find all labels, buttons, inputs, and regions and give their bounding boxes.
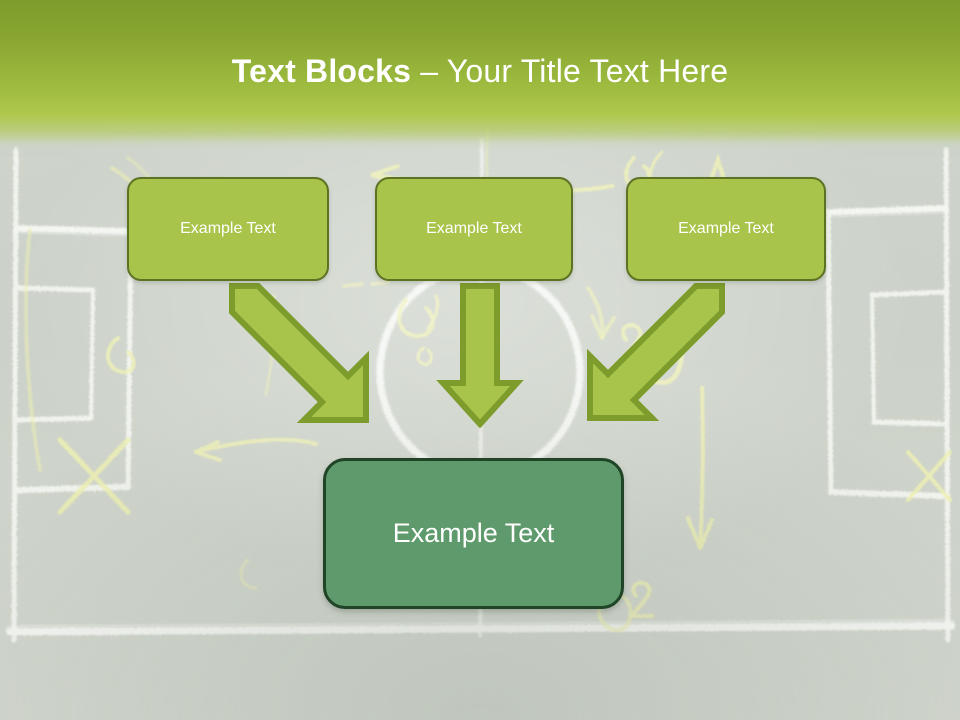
text-block-3[interactable]: Example Text	[626, 177, 826, 281]
arrow-center-vertical-icon	[436, 283, 524, 429]
result-text-block-label: Example Text	[392, 518, 555, 548]
arrow-left-diagonal-icon	[229, 283, 369, 423]
title-band	[0, 0, 960, 150]
page-title-bold: Text Blocks	[231, 53, 412, 89]
text-block-1[interactable]: Example Text	[127, 177, 329, 281]
arrow-right-diagonal-icon	[587, 283, 725, 421]
result-text-block[interactable]: Example Text	[323, 458, 624, 609]
page-title-separator: –	[411, 53, 447, 89]
text-block-3-label: Example Text	[678, 220, 774, 237]
text-block-1-label: Example Text	[180, 220, 276, 237]
text-block-2-label: Example Text	[426, 220, 522, 237]
text-block-2[interactable]: Example Text	[375, 177, 573, 281]
page-title-rest: Your Title Text Here	[446, 53, 729, 89]
page-title: Text Blocks – Your Title Text Here	[0, 52, 960, 90]
